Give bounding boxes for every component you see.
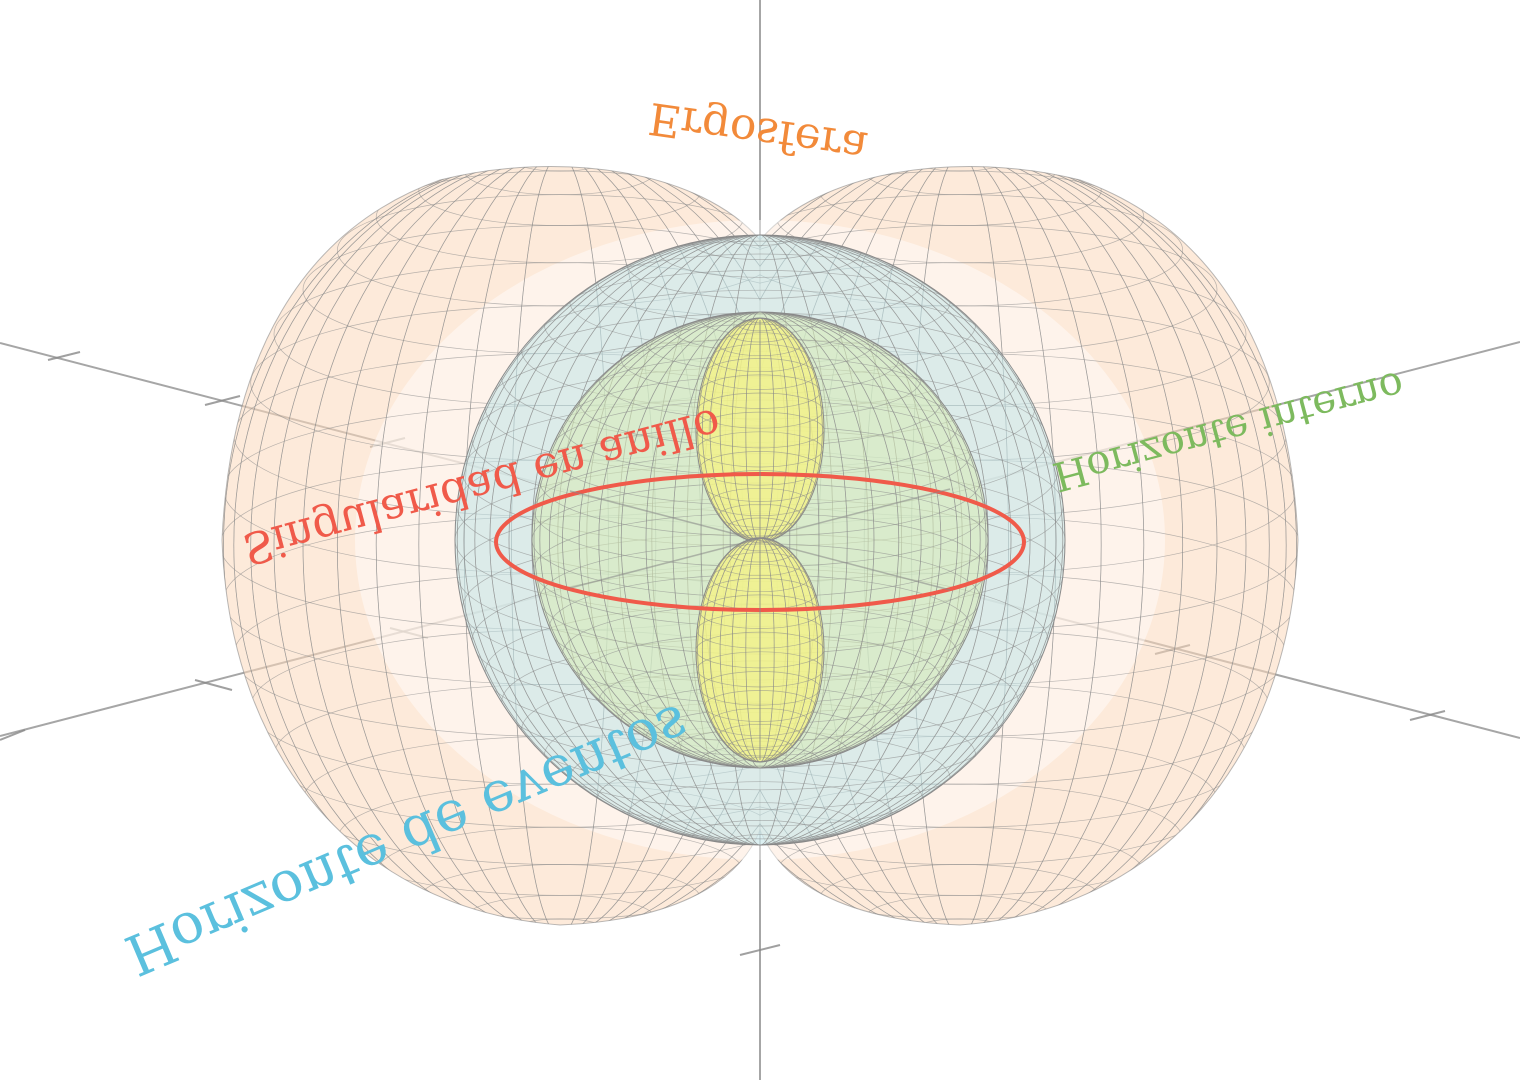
inner-ergosurface-top-mesh <box>696 318 824 542</box>
mesh-meridian <box>598 312 922 768</box>
mesh-meridian <box>731 538 789 762</box>
mesh-meridian <box>760 166 1297 925</box>
mesh-meridian <box>760 166 1184 925</box>
mesh-meridian <box>645 312 875 768</box>
axis-tick <box>739 944 781 956</box>
mesh-meridian <box>701 318 819 542</box>
axis-tick <box>0 729 26 741</box>
mesh-meridian <box>562 312 958 768</box>
axis-tick <box>204 395 241 406</box>
mesh-parallel <box>511 918 609 925</box>
mesh-meridian <box>539 312 981 768</box>
mesh-parallel <box>911 918 1009 925</box>
axis-tick <box>194 679 233 691</box>
ergosphere-label: Ergosfera <box>646 92 871 173</box>
mesh-meridian <box>474 235 1046 845</box>
axis-tick <box>1409 710 1446 721</box>
mesh-meridian <box>233 166 760 925</box>
mesh-meridian <box>729 312 791 768</box>
coordinate-axes-front <box>569 320 951 760</box>
mesh-meridian <box>456 235 1064 845</box>
mesh-parallel <box>627 781 893 845</box>
mesh-meridian <box>760 166 1218 925</box>
mesh-meridian <box>700 312 820 768</box>
mesh-meridian <box>760 166 1247 925</box>
mesh-meridian <box>719 318 801 542</box>
mesh-meridian <box>709 318 811 542</box>
mesh-meridian <box>697 538 823 762</box>
mesh-meridian <box>223 166 760 925</box>
mesh-meridian <box>760 166 1287 925</box>
mesh-meridian <box>620 312 900 768</box>
mesh-meridian <box>549 312 971 768</box>
mesh-meridian <box>760 166 1270 925</box>
mesh-meridian <box>745 538 775 762</box>
mesh-parallel <box>627 235 893 299</box>
mesh-meridian <box>697 318 823 542</box>
mesh-meridian <box>302 166 760 925</box>
mesh-meridian <box>745 318 775 542</box>
mesh-meridian <box>336 166 760 925</box>
mesh-meridian <box>709 538 811 762</box>
mesh-meridian <box>719 538 801 762</box>
mesh-meridian <box>508 235 1012 845</box>
mesh-meridian <box>672 312 848 768</box>
mesh-meridian <box>250 166 760 925</box>
mesh-meridian <box>533 312 987 768</box>
mesh-meridian <box>731 318 789 542</box>
mesh-meridian <box>273 166 760 925</box>
mesh-meridian <box>701 538 819 762</box>
mesh-meridian <box>578 312 942 768</box>
mesh-meridian <box>463 235 1057 845</box>
axis-tick <box>47 351 81 361</box>
